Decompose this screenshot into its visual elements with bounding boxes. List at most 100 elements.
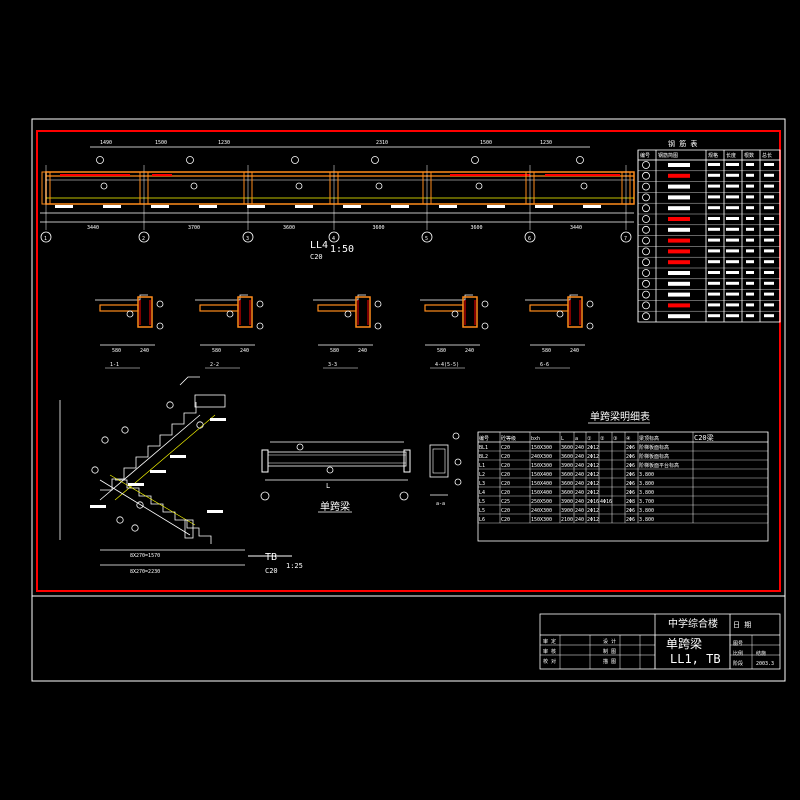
cell-length <box>726 195 739 199</box>
rebar-marker <box>471 156 479 164</box>
top-dim-text: 1230 <box>218 140 230 146</box>
lower-slab <box>99 479 191 536</box>
schedule-cell: 240 <box>575 463 584 469</box>
rebar-shape <box>668 292 690 297</box>
schedule-cell: 3900 <box>561 508 573 514</box>
schedule-cell: 3.800 <box>639 472 654 478</box>
beam-section <box>137 296 153 328</box>
rebar-table-title: 钢 筋 表 <box>668 139 697 148</box>
row-marker <box>642 215 650 223</box>
cell-count <box>746 195 754 199</box>
cell-total <box>764 249 774 253</box>
schedule-header: ③ <box>613 436 618 442</box>
rebar-shape <box>668 184 690 189</box>
rebar-marker <box>226 310 234 318</box>
annotation <box>128 483 144 486</box>
section-label: 1-1 <box>110 362 119 368</box>
cell-spec <box>708 271 720 274</box>
axis-label: 5 <box>425 236 428 242</box>
top-dim-text: 1490 <box>100 140 112 146</box>
bottom-dim-text: 3440 <box>570 225 582 231</box>
cell-spec <box>708 303 720 307</box>
cell-count <box>746 292 754 296</box>
schedule-cell: 2Φ12 <box>587 517 599 523</box>
schedule-cell: C20 <box>501 490 510 496</box>
upper-slab <box>99 414 201 501</box>
row-marker <box>642 290 650 299</box>
slab-rebar <box>199 304 239 312</box>
cell-count <box>746 260 754 264</box>
axis-label: 4 <box>332 236 335 242</box>
schedule-cell: 2Φ6 <box>626 481 635 487</box>
schedule-header: C20梁 <box>694 433 714 442</box>
slab-rebar <box>529 304 569 312</box>
top-landing <box>179 376 200 386</box>
rebar-marker <box>576 156 584 164</box>
schedule-cell: 2Φ12 <box>587 454 599 460</box>
table-header: 根数 <box>744 152 754 159</box>
schedule-cell: 240 <box>575 508 584 514</box>
bottom-dim-text: 3440 <box>87 225 99 231</box>
rebar-shape <box>668 271 690 275</box>
title-scale-field: 比例 <box>733 650 743 657</box>
schedule-cell: L6 <box>479 517 485 523</box>
table-header: 总长 <box>762 152 772 159</box>
cell-spec <box>708 314 720 318</box>
beam-caption: 单跨梁 <box>320 500 350 513</box>
rebar-marker <box>586 322 594 330</box>
support-bubble <box>260 491 270 501</box>
schedule-cell: 150X400 <box>531 472 552 478</box>
signature-label: 审 定 <box>543 638 556 645</box>
rebar-shape <box>668 195 690 200</box>
upper-rebar <box>114 414 216 501</box>
schedule-cell: 3600 <box>561 472 573 478</box>
schedule-cell: 240 <box>575 481 584 487</box>
outer-frame <box>31 118 786 682</box>
section-label: 4-4(5-5) <box>435 362 459 368</box>
stair-dim-1: 8X270=1570 <box>130 553 160 559</box>
beam-section <box>355 296 371 328</box>
row-marker <box>642 225 650 234</box>
rebar-shape <box>668 314 690 319</box>
dim-tick-label <box>55 205 73 208</box>
slab-rebar <box>424 304 464 312</box>
table-header: 钢筋简图 <box>658 152 678 159</box>
schedule-cell: 2Φ12 <box>587 490 599 496</box>
signature-label: 制 图 <box>603 648 616 655</box>
schedule-cell: C20 <box>501 481 510 487</box>
section-label: 2-2 <box>210 362 219 368</box>
schedule-header: ④ <box>626 436 631 442</box>
title-drawing: 单跨梁 <box>666 636 702 651</box>
schedule-cell: 阶梯板面标高 <box>639 453 669 460</box>
rebar-marker <box>556 310 564 318</box>
cell-total <box>764 260 774 264</box>
rebar-marker <box>166 401 174 409</box>
cell-length <box>726 303 739 307</box>
column-stub <box>139 171 149 205</box>
cell-total <box>764 184 774 188</box>
slab-rebar <box>99 304 139 312</box>
row-marker <box>642 193 650 202</box>
cell-total <box>764 206 774 210</box>
schedule-cell: L1 <box>479 463 485 469</box>
upper-steps <box>100 402 197 491</box>
schedule-cell: 4Φ16 <box>600 499 612 505</box>
schedule-cell: 2Φ16 <box>587 499 599 505</box>
schedule-cell: 3600 <box>561 445 573 451</box>
axis-bubble <box>40 231 52 243</box>
rebar-shape <box>668 260 690 265</box>
rebar-marker <box>451 310 459 318</box>
rebar-shape <box>668 227 690 232</box>
inner-border <box>36 130 781 592</box>
axis-bubble <box>620 231 632 243</box>
rebar-shape <box>668 217 690 221</box>
cell-total <box>764 173 774 177</box>
cell-length <box>726 314 739 318</box>
cell-length <box>726 173 739 177</box>
section-label: 6-6 <box>540 362 549 368</box>
rebar-marker <box>116 516 124 524</box>
column-stub <box>41 171 51 205</box>
rebar-marker <box>190 182 198 190</box>
